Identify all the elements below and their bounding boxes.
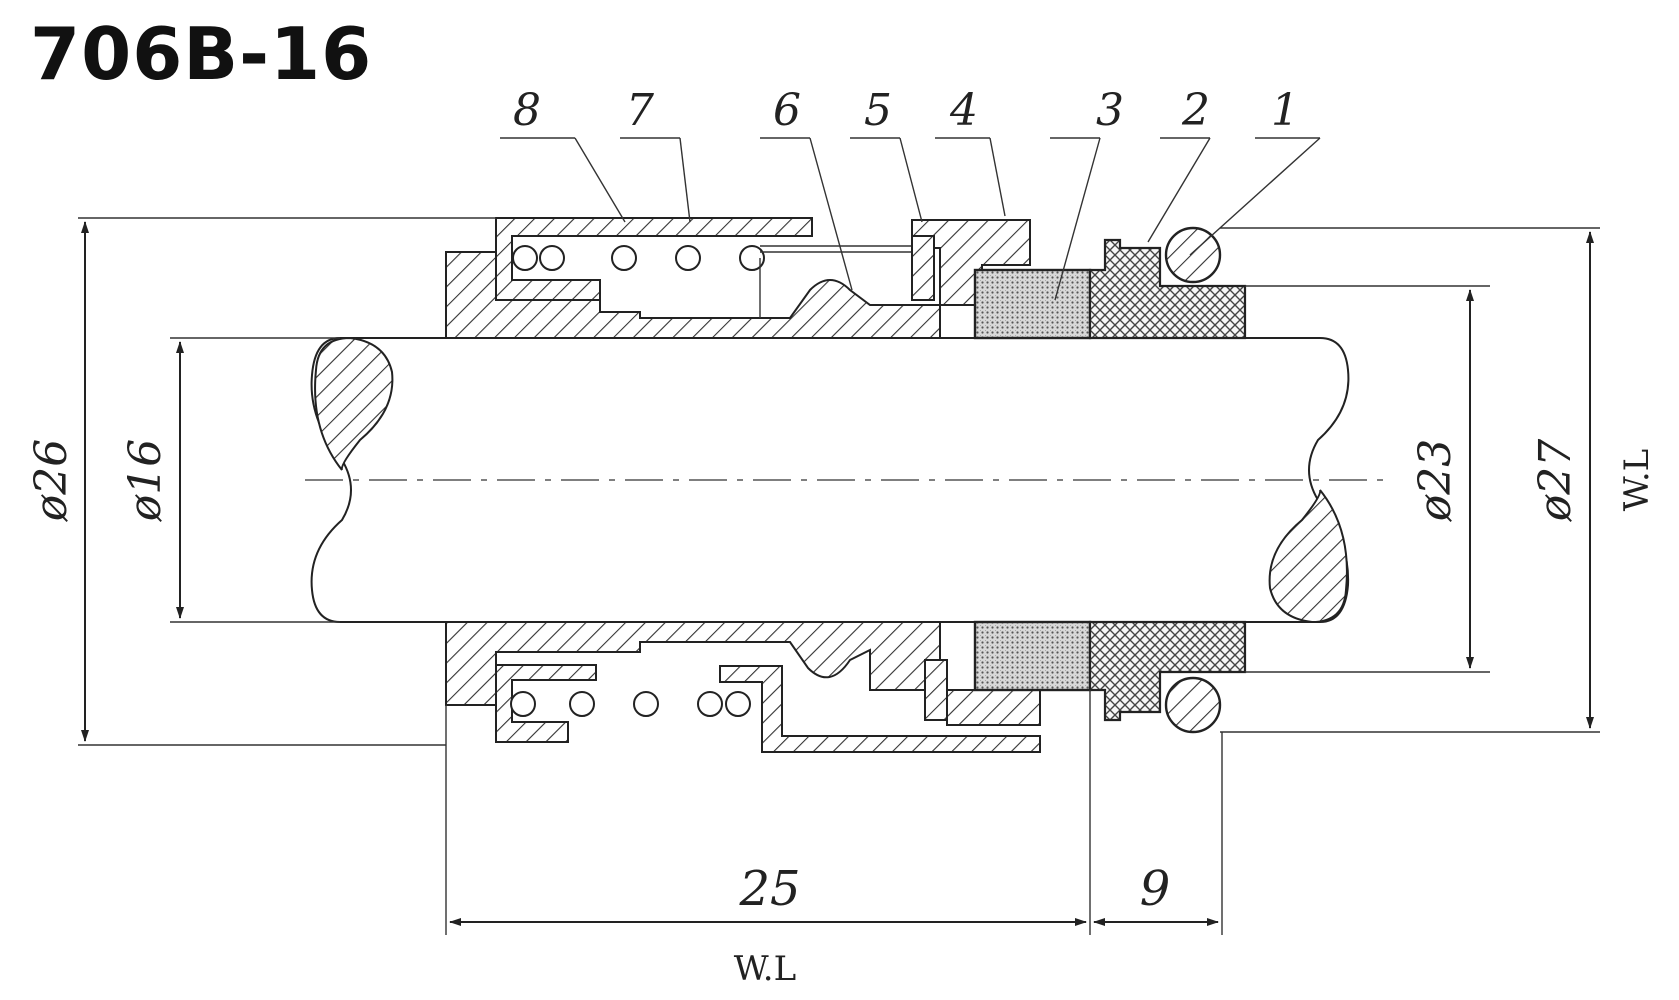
dim-seat-outer: ø27 xyxy=(1530,439,1581,522)
dimension-lines xyxy=(78,217,1600,935)
shaft xyxy=(310,336,1350,624)
seal-lower-half xyxy=(445,620,1247,753)
part-label-3: 3 xyxy=(1096,85,1124,136)
dim-length-seat: 9 xyxy=(1140,861,1171,917)
drive-collar-lower xyxy=(946,689,1041,726)
washer-upper xyxy=(911,235,935,301)
spring-coils-upper xyxy=(512,245,920,318)
part-label-7: 7 xyxy=(626,85,654,136)
retainer-lower xyxy=(445,621,941,706)
dim-length-head: 25 xyxy=(738,861,800,917)
seal-upper-half xyxy=(445,217,1247,340)
part-label-1: 1 xyxy=(1271,85,1299,136)
drawing-title: 706B-16 xyxy=(30,12,373,96)
part-label-5: 5 xyxy=(864,85,892,136)
part-label-4: 4 xyxy=(949,85,978,136)
seat-lower xyxy=(1088,620,1247,722)
retainer-upper xyxy=(445,251,941,339)
dim-seat-inner: ø23 xyxy=(1410,439,1461,522)
rotary-face-upper xyxy=(973,268,1092,340)
wl-bottom: W.L xyxy=(734,949,796,989)
o-ring-upper xyxy=(1164,226,1222,284)
dim-shaft: ø16 xyxy=(120,439,171,522)
spring-cup-lower xyxy=(719,665,1041,753)
rotary-face-lower xyxy=(973,620,1092,692)
wl-right: W.L xyxy=(1617,449,1657,511)
spring-cage-lower xyxy=(495,664,597,743)
part-label-8: 8 xyxy=(513,85,541,136)
washer-lower xyxy=(924,659,948,721)
part-label-2: 2 xyxy=(1181,85,1210,136)
dim-outer-left: ø26 xyxy=(26,439,77,522)
seat-upper xyxy=(1088,238,1247,340)
spring-coils-lower xyxy=(510,691,751,717)
o-ring-lower xyxy=(1164,676,1222,734)
leaders xyxy=(500,137,1321,301)
spring-cage-upper xyxy=(495,217,813,301)
part-label-6: 6 xyxy=(773,85,801,136)
